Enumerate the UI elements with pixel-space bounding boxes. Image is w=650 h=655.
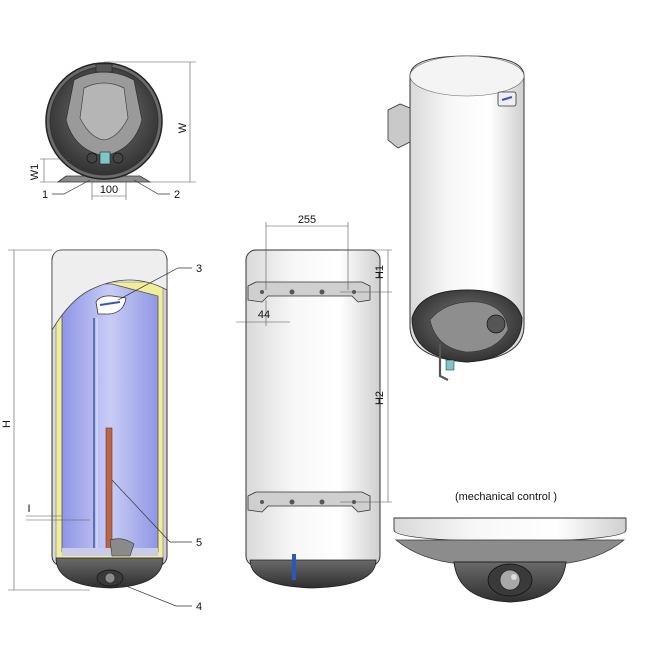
mechanical-control-note: (mechanical control ): [455, 491, 557, 503]
dim-i: I: [27, 503, 30, 515]
dim-w1: W1: [29, 164, 41, 181]
dim-h2: H2: [374, 391, 386, 405]
part-label-1: 1: [42, 189, 48, 201]
rear-view: 255 44 H1 H2: [236, 214, 392, 589]
part-label-2: 2: [174, 189, 180, 201]
dim-255: 255: [298, 214, 316, 226]
dim-h1: H1: [374, 265, 386, 279]
dim-100: 100: [100, 184, 118, 196]
part-label-5: 5: [196, 537, 202, 549]
part-label-3: 3: [196, 263, 202, 275]
dim-w: W: [177, 122, 189, 133]
isometric-view: [387, 55, 525, 381]
front-section-view: H I 3 5 4: [1, 249, 202, 613]
dim-44: 44: [258, 309, 270, 321]
mechanical-control-view: (mechanical control ): [393, 491, 627, 603]
top-view: W W1 100 1 2: [29, 61, 196, 201]
part-label-4: 4: [196, 601, 202, 613]
dim-h: H: [1, 420, 13, 428]
